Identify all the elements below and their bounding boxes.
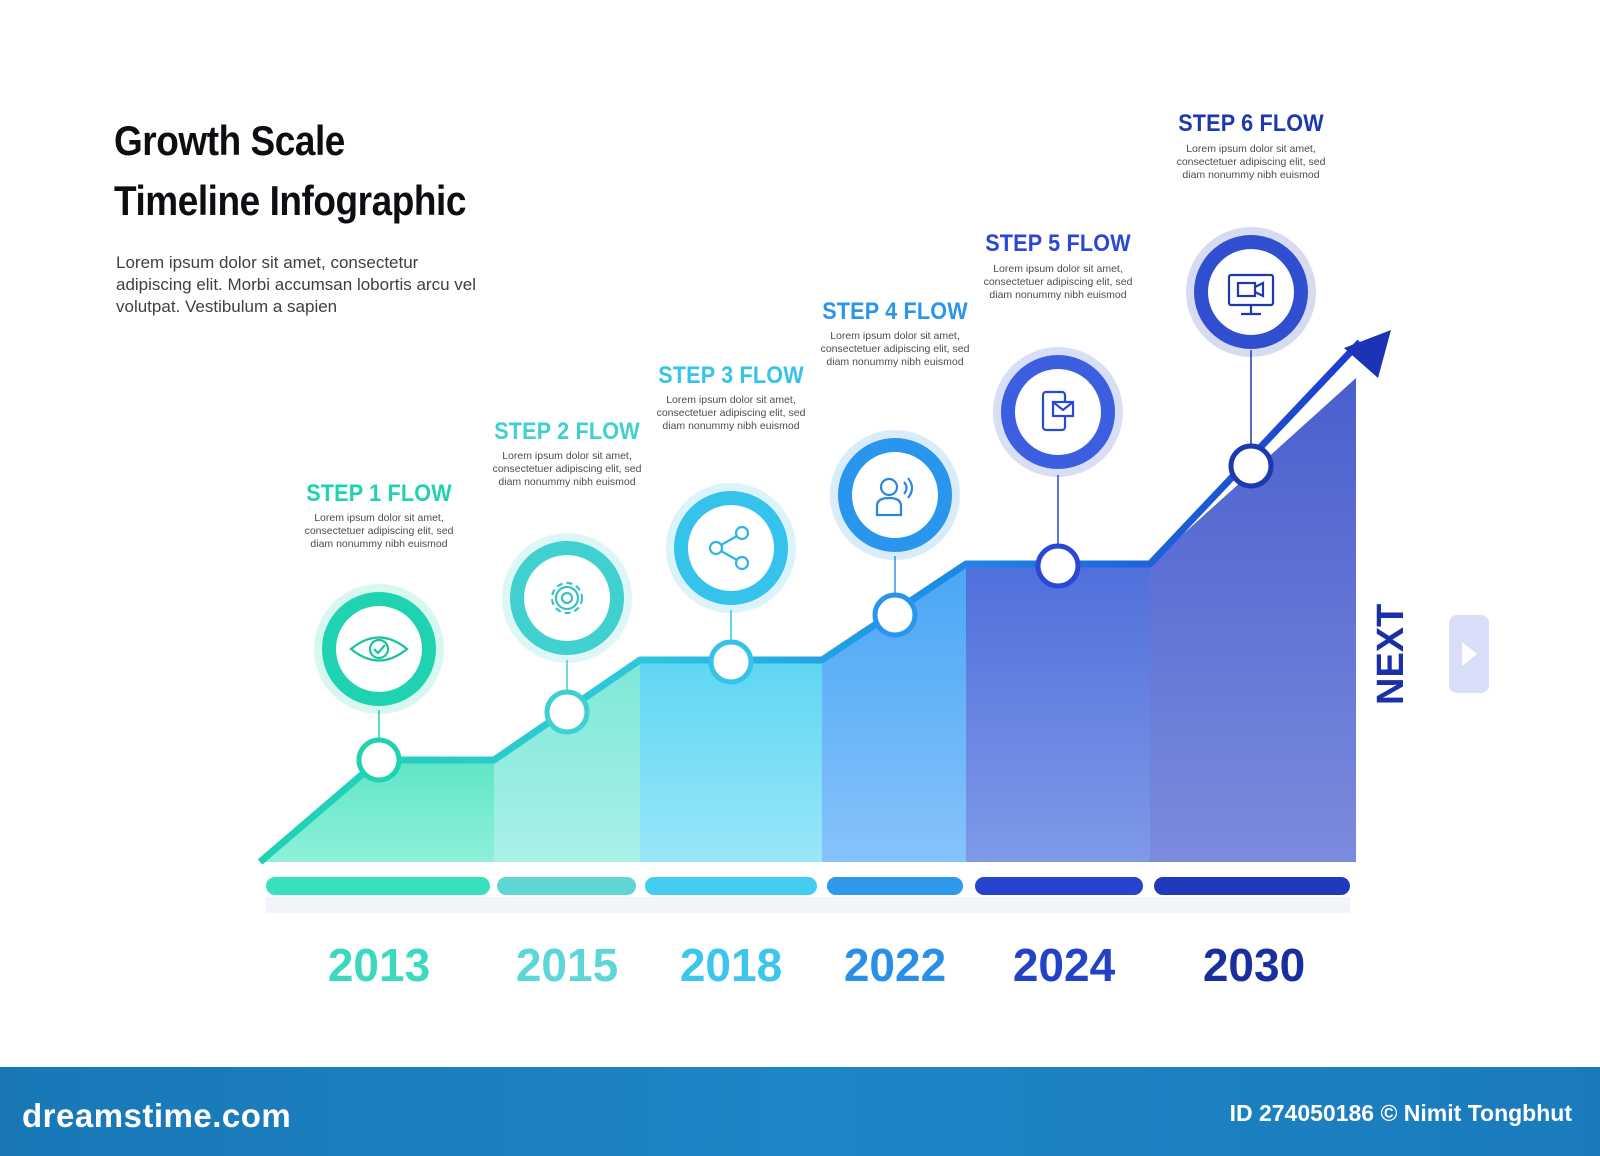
timeline-bar-6 bbox=[1154, 877, 1350, 895]
timeline-bar-2 bbox=[497, 877, 636, 895]
year-2022: 2022 bbox=[843, 939, 947, 991]
area-segment-5 bbox=[966, 564, 1150, 862]
year-2024: 2024 bbox=[1012, 939, 1116, 991]
timeline-bar-5 bbox=[975, 877, 1143, 895]
footer-bar: dreamstime.com ID 274050186 © Nimit Tong… bbox=[0, 1067, 1600, 1156]
step-6-desc: Lorem ipsum dolor sit amet, consectetuer… bbox=[1176, 143, 1326, 181]
area-segment-6 bbox=[1150, 378, 1356, 862]
share-icon bbox=[708, 525, 750, 571]
step-4-badge bbox=[830, 430, 960, 560]
milestone-dots bbox=[356, 443, 1274, 783]
page-title-line2: Timeline Infographic bbox=[114, 177, 466, 224]
timeline-bar-3 bbox=[645, 877, 817, 895]
step-6-title: STEP 6 FLOW bbox=[1178, 110, 1324, 137]
step-2-desc: Lorem ipsum dolor sit amet, consectetuer… bbox=[492, 450, 642, 488]
step-4-desc: Lorem ipsum dolor sit amet, consectetuer… bbox=[820, 330, 970, 368]
milestone-dot-3 bbox=[708, 639, 754, 685]
milestone-dot-6 bbox=[1228, 443, 1274, 489]
area-segment-2 bbox=[494, 660, 640, 862]
step-1-title: STEP 1 FLOW bbox=[306, 480, 452, 507]
step-1-desc: Lorem ipsum dolor sit amet, consectetuer… bbox=[304, 512, 454, 550]
next-label[interactable]: NEXT bbox=[1370, 603, 1412, 705]
step-3-badge bbox=[666, 483, 796, 613]
step-1-badge bbox=[314, 584, 444, 714]
growth-arrowhead bbox=[1344, 330, 1391, 378]
step-6-badge bbox=[1186, 227, 1316, 357]
step-5-desc: Lorem ipsum dolor sit amet, consectetuer… bbox=[983, 263, 1133, 301]
footer-credit: ID 274050186 © Nimit Tongbhut bbox=[1229, 1100, 1572, 1126]
step-2-title: STEP 2 FLOW bbox=[494, 418, 640, 445]
year-2030: 2030 bbox=[1202, 939, 1306, 991]
area-segments bbox=[260, 378, 1356, 862]
step-3-title: STEP 3 FLOW bbox=[658, 362, 804, 389]
year-2018: 2018 bbox=[679, 939, 783, 991]
step-3-desc: Lorem ipsum dolor sit amet, consectetuer… bbox=[656, 394, 806, 432]
milestone-dot-2 bbox=[544, 689, 590, 735]
timeline-reflection bbox=[266, 897, 1350, 913]
step-4-title: STEP 4 FLOW bbox=[822, 298, 968, 325]
year-2015: 2015 bbox=[515, 939, 619, 991]
page-title-line1: Growth Scale bbox=[114, 117, 345, 164]
milestone-dot-1 bbox=[356, 737, 402, 783]
gear-icon bbox=[550, 581, 584, 615]
area-segment-1 bbox=[260, 760, 494, 862]
milestone-dot-4 bbox=[872, 592, 918, 638]
monitor-video-icon bbox=[1227, 273, 1275, 316]
play-icon bbox=[1462, 642, 1477, 666]
footer-brand[interactable]: dreamstime.com bbox=[22, 1097, 292, 1134]
step-5-title: STEP 5 FLOW bbox=[985, 230, 1131, 257]
phone-mail-icon bbox=[1041, 390, 1075, 432]
timeline-bar-4 bbox=[827, 877, 963, 895]
timeline-bars bbox=[266, 877, 1350, 913]
year-2013: 2013 bbox=[327, 939, 431, 991]
step-2-badge bbox=[502, 533, 632, 663]
milestone-dot-5 bbox=[1035, 543, 1081, 589]
page-description: Lorem ipsum dolor sit amet, consectetur … bbox=[116, 253, 476, 316]
timeline-bar-1 bbox=[266, 877, 490, 895]
area-segment-3 bbox=[640, 660, 822, 862]
eye-icon bbox=[349, 636, 409, 662]
user-voice-icon bbox=[875, 477, 914, 517]
step-5-badge bbox=[993, 347, 1123, 477]
next-button[interactable] bbox=[1449, 615, 1489, 693]
